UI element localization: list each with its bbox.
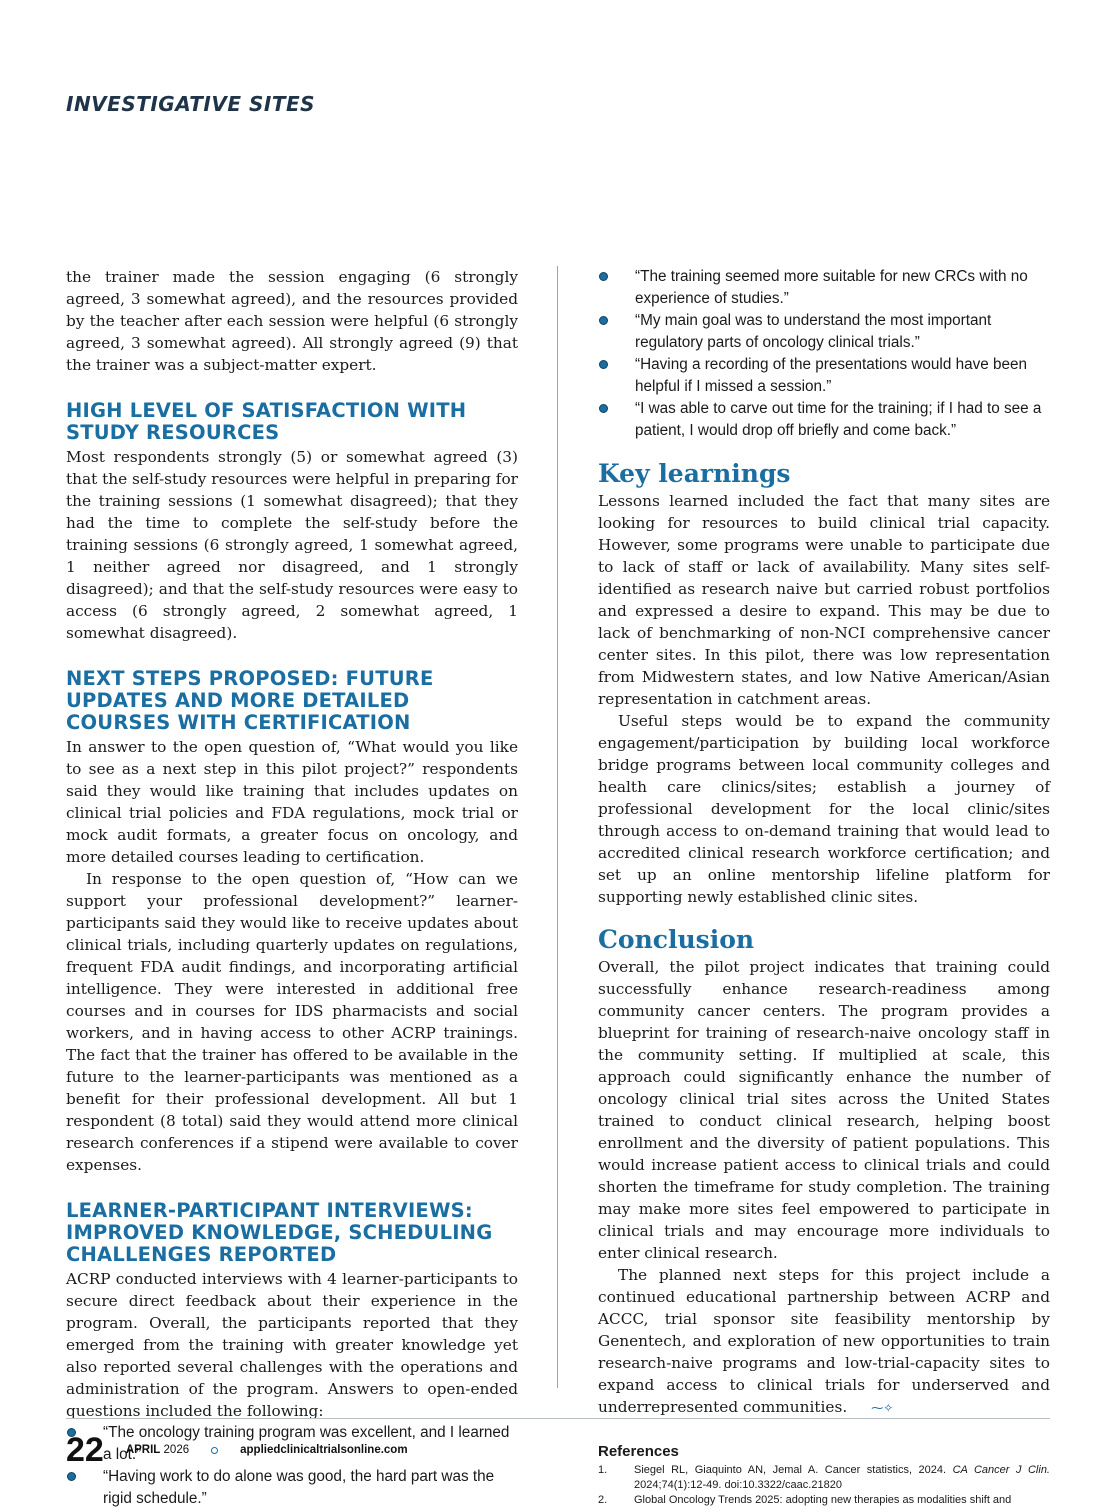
quote-text: “My main goal was to understand the most… — [635, 312, 992, 351]
paragraph-satisfaction: Most respondents strongly (5) or somewha… — [66, 448, 518, 642]
heading-key-learnings: Key learnings — [598, 459, 791, 488]
next-steps-text: The planned next steps for this project … — [598, 1266, 1050, 1416]
reference-journal: CA Cancer J Clin. — [952, 1464, 1050, 1476]
website-url: appliedclinicaltrialsonline.com — [240, 1444, 408, 1456]
bullet-icon — [599, 360, 608, 369]
reference-number: 1. — [598, 1464, 608, 1476]
end-mark-icon: ⁓✧ — [871, 1401, 894, 1415]
reference-item: 1. Siegel RL, Giaquinto AN, Jemal A. Canc… — [598, 1463, 1050, 1493]
bullet-icon — [599, 316, 608, 325]
issue-date: APRIL 2026 — [126, 1444, 189, 1456]
reference-text: Global Oncology Trends 2025: adopting ne… — [634, 1494, 1012, 1506]
reference-item: 2. Global Oncology Trends 2025: adopting … — [598, 1493, 1050, 1508]
column-divider — [557, 266, 558, 1388]
reference-number: 2. — [598, 1494, 608, 1506]
list-item: “Having a recording of the presentations… — [598, 354, 1050, 398]
bullet-icon — [599, 404, 608, 413]
paragraph-useful-steps: Useful steps would be to expand the comm… — [598, 712, 1050, 906]
paragraph-interviews: ACRP conducted interviews with 4 learner… — [66, 1270, 518, 1420]
quote-text: “Having work to do alone was good, the h… — [103, 1468, 495, 1507]
right-column: “The training seemed more suitable for n… — [598, 266, 1050, 1508]
reference-text: Siegel RL, Giaquinto AN, Jemal A. Cancer… — [634, 1464, 953, 1476]
section-label: INVESTIGATIVE SITES — [66, 92, 316, 116]
quote-list-left: “The oncology training program was excel… — [66, 1422, 518, 1510]
intro-paragraph: the trainer made the session engaging (6… — [66, 268, 518, 374]
quote-list-right: “The training seemed more suitable for n… — [598, 266, 1050, 442]
list-item: “I was able to carve out time for the tr… — [598, 398, 1050, 442]
heading-interviews: LEARNER-PARTICIPANT INTERVIEWS: IMPROVED… — [66, 1199, 493, 1266]
list-item: “The training seemed more suitable for n… — [598, 266, 1050, 310]
footer: 22 APRIL 2026 appliedclinicaltrialsonlin… — [66, 1430, 408, 1470]
issue-month: APRIL — [125, 1444, 161, 1456]
left-column: the trainer made the session engaging (6… — [66, 266, 518, 1510]
references: References 1. Siegel RL, Giaquinto AN, Je… — [598, 1443, 1050, 1508]
bullet-icon — [67, 1428, 76, 1437]
quote-text: “The oncology training program was excel… — [103, 1424, 510, 1463]
paragraph-next-steps-planned: The planned next steps for this project … — [598, 1264, 1050, 1419]
footer-rule — [66, 1418, 1050, 1419]
heading-next-steps: NEXT STEPS PROPOSED: FUTURE UPDATES AND … — [66, 667, 434, 734]
separator-ring-icon — [211, 1446, 219, 1454]
reference-text: 2024;74(1):12-49. doi:10.3322/caac.21820 — [634, 1479, 842, 1491]
quote-text: “Having a recording of the presentations… — [635, 356, 1028, 395]
references-title: References — [598, 1443, 679, 1460]
list-item: “My main goal was to understand the most… — [598, 310, 1050, 354]
paragraph-professional-development: In response to the open question of, “Ho… — [66, 870, 518, 1174]
page-number: 22 — [66, 1430, 104, 1469]
list-item: “Having work to do alone was good, the h… — [66, 1466, 518, 1510]
heading-satisfaction: HIGH LEVEL OF SATISFACTION WITH STUDY RE… — [66, 399, 467, 444]
quote-text: “I was able to carve out time for the tr… — [635, 400, 1042, 439]
list-item: “The oncology training program was excel… — [66, 1422, 518, 1466]
issue-year: 2026 — [163, 1444, 190, 1456]
heading-conclusion: Conclusion — [598, 925, 755, 954]
paragraph-key-learnings: Lessons learned included the fact that m… — [598, 492, 1050, 708]
bullet-icon — [67, 1472, 76, 1481]
bullet-icon — [599, 272, 608, 281]
paragraph-next-steps: In answer to the open question of, “What… — [66, 738, 518, 866]
quote-text: “The training seemed more suitable for n… — [635, 268, 1028, 307]
paragraph-conclusion: Overall, the pilot project indicates tha… — [598, 958, 1050, 1262]
